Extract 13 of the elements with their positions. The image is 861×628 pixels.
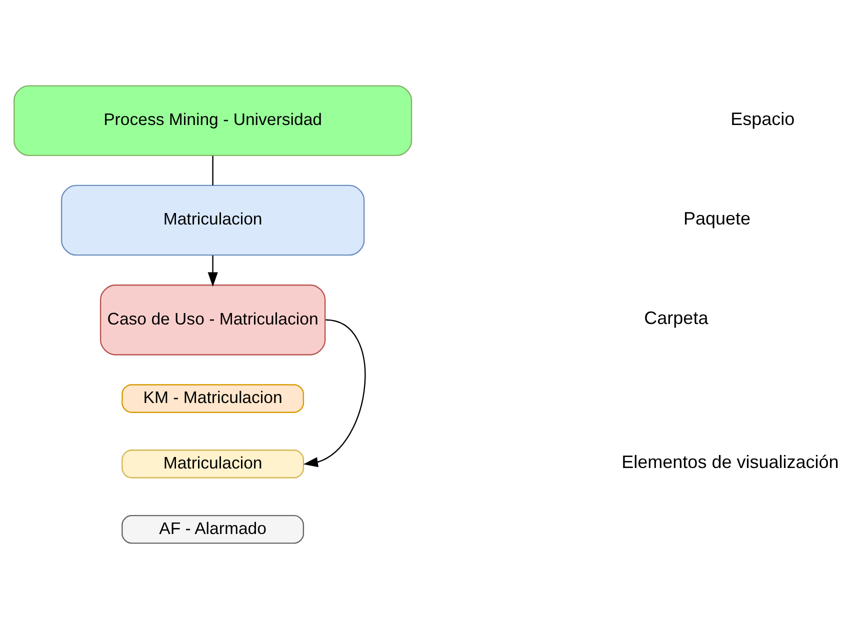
label: Elementos de visualización [621,452,838,472]
node-box: Caso de Uso - Matriculacion [99,284,326,355]
connector [212,155,213,185]
arrow [302,318,365,467]
arrow [207,254,218,286]
node-box: Process Mining - Universidad [13,84,412,156]
node-box: AF - Alarmado [121,514,304,544]
label: Paquete [682,208,750,228]
label: Carpeta [644,308,708,328]
node-box: KM - Matriculacion [121,384,304,412]
node-box: Matriculacion [60,184,364,256]
node-box: Matriculacion [121,449,304,478]
label: Espacio [730,108,794,128]
